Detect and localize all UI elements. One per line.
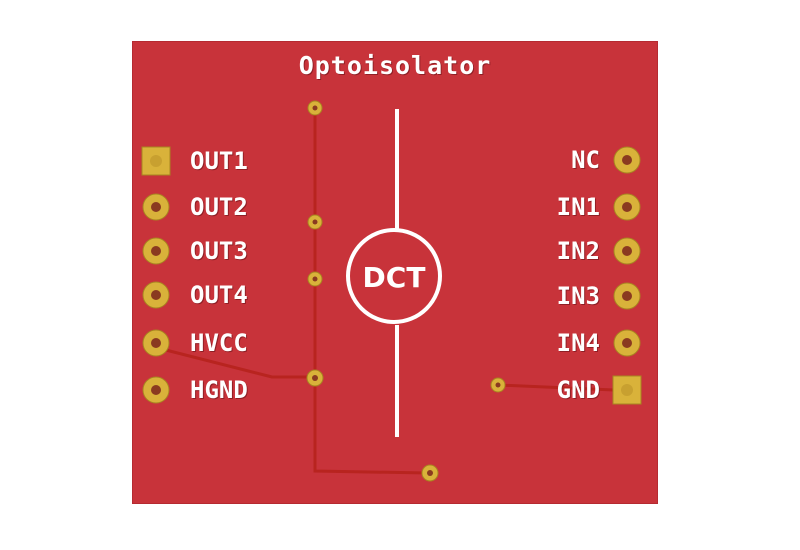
pin-label-in2: IN2 bbox=[556, 237, 600, 265]
pin-label-hgnd: HGND bbox=[190, 376, 248, 404]
pin-label-out2: OUT2 bbox=[190, 193, 248, 221]
board-title: Optoisolator bbox=[298, 51, 492, 80]
chip-outline bbox=[346, 228, 442, 324]
left-header bbox=[141, 146, 171, 404]
trace-gnd bbox=[497, 383, 615, 392]
pin-label-hvcc: HVCC bbox=[190, 329, 248, 357]
pin-label-gnd: GND bbox=[556, 376, 600, 404]
pin-label-out4: OUT4 bbox=[190, 281, 248, 309]
pin-label-nc: NC bbox=[571, 146, 600, 174]
pin-label-in3: IN3 bbox=[556, 282, 600, 310]
right-header bbox=[612, 146, 642, 405]
pcb-artwork: DCT bbox=[141, 100, 642, 482]
pin-label-out3: OUT3 bbox=[190, 237, 248, 265]
trace-hvcc bbox=[153, 345, 315, 379]
pin-label-in1: IN1 bbox=[556, 193, 600, 221]
chip-label: DCT bbox=[363, 261, 426, 294]
pin-label-in4: IN4 bbox=[556, 329, 600, 357]
pcb-board: Optoisolator DCT bbox=[132, 41, 658, 504]
trace-hidden bbox=[315, 441, 352, 473]
pin-label-out1: OUT1 bbox=[190, 147, 248, 175]
